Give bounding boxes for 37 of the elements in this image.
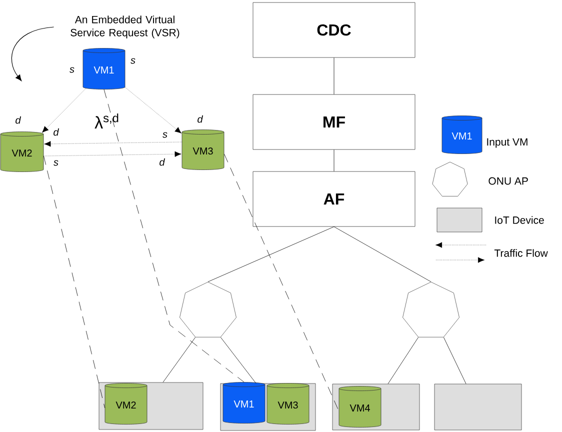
request-caption: An Embedded Virtual Service Request (VSR) bbox=[70, 16, 180, 38]
tier-box: MF bbox=[252, 94, 416, 150]
end-label: s bbox=[162, 132, 168, 138]
link-line bbox=[208, 226, 334, 282]
iot-device-box bbox=[434, 384, 522, 430]
vm-cylinder: VM4 bbox=[338, 386, 382, 428]
vm-cylinder: VM3 bbox=[182, 130, 224, 170]
link-line bbox=[220, 337, 256, 384]
arrow bbox=[124, 87, 182, 134]
legend-vm-cylinder: VM1 bbox=[442, 116, 482, 154]
mapping-line bbox=[44, 156, 105, 408]
lambda-label: λ$^{s,d}$ bbox=[94, 114, 118, 128]
vm-cylinder: VM3 bbox=[266, 383, 310, 424]
end-label: d bbox=[54, 128, 60, 136]
link-line bbox=[334, 226, 432, 282]
arrow bbox=[44, 141, 182, 147]
arrow bbox=[11, 26, 54, 82]
legend-text: Traffic Flow bbox=[494, 249, 548, 257]
link-line bbox=[388, 337, 419, 384]
arrow bbox=[42, 88, 86, 133]
end-label: s bbox=[54, 160, 58, 166]
vm-cylinder: VM1 bbox=[222, 382, 266, 424]
tier-box: AF bbox=[252, 171, 416, 227]
link-line bbox=[162, 337, 196, 382]
link-line bbox=[443, 337, 466, 384]
legend-text: Input VM bbox=[487, 138, 528, 148]
arrow bbox=[44, 151, 182, 157]
vm-cylinder: VM2 bbox=[0, 132, 44, 172]
tier-box: CDC bbox=[252, 2, 416, 58]
mapping-line bbox=[104, 89, 244, 382]
vm-cylinder: VM1 bbox=[82, 48, 126, 90]
end-label: d bbox=[160, 158, 166, 166]
legend-text: ONU AP bbox=[488, 177, 528, 185]
onu-heptagon bbox=[402, 282, 460, 338]
legend-text: IoT Device bbox=[495, 216, 544, 224]
onu-heptagon bbox=[180, 282, 236, 338]
vm-cylinder: VM2 bbox=[104, 383, 148, 424]
